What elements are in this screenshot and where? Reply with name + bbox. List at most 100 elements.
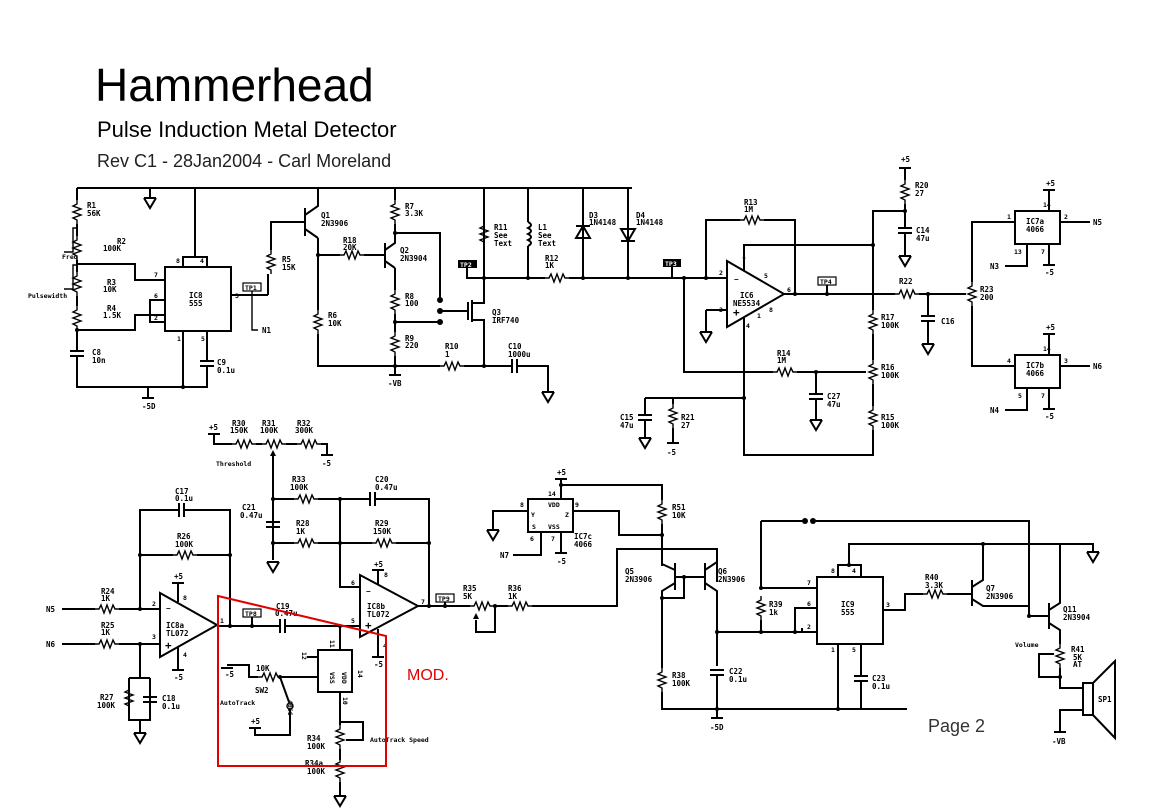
- IC7b-ref: IC7b: [1026, 361, 1045, 370]
- R20-value: 27: [915, 189, 924, 198]
- R26-value: 100K: [175, 540, 194, 549]
- page-number: Page 2: [928, 716, 986, 736]
- svg-text:4: 4: [852, 567, 856, 575]
- test-point-TP2: [458, 260, 477, 268]
- R11-value: See: [494, 231, 508, 240]
- switch-SW2[interactable]: [279, 676, 290, 703]
- svg-text:13: 13: [1014, 248, 1022, 256]
- mod-label: MOD.: [407, 667, 449, 684]
- R17-ref: R17: [881, 313, 895, 322]
- svg-text:+: +: [365, 619, 372, 632]
- Q6-value: 2N3906: [718, 575, 746, 584]
- svg-text:5: 5: [764, 272, 768, 280]
- supply-minus5D-bottom: -5D: [710, 723, 724, 732]
- R28-value: 1K: [296, 527, 306, 536]
- Q5-value: 2N3906: [625, 575, 653, 584]
- jumper-pin-b[interactable]: [810, 518, 816, 524]
- C8-ref: C8: [92, 348, 102, 357]
- R27-ref: R27: [100, 693, 114, 702]
- R34-value: 100K: [307, 742, 326, 751]
- L1-value2: Text: [538, 239, 556, 248]
- resistor-R8: [390, 289, 400, 315]
- R34-ref: R34: [307, 734, 321, 743]
- svg-text:5: 5: [351, 617, 355, 625]
- schematic-subtitle: Pulse Induction Metal Detector: [97, 117, 397, 142]
- svg-text:5: 5: [1018, 392, 1022, 400]
- R13-ref: R13: [744, 198, 758, 207]
- resistor-R10: [439, 361, 465, 371]
- resistor-R28: [293, 538, 319, 548]
- svg-text:8: 8: [769, 306, 773, 314]
- Q2-value: 2N3904: [400, 254, 428, 263]
- opamp-ic8b-tl072: [359, 573, 421, 639]
- svg-text:8: 8: [176, 257, 180, 265]
- R1-ref: R1: [87, 201, 97, 210]
- resistor-R12: [544, 273, 570, 283]
- Q11-ref: Q11: [1063, 605, 1077, 614]
- svg-text:4: 4: [1007, 357, 1011, 365]
- R34a-value: 100K: [307, 767, 326, 776]
- potentiometer-R16: [868, 359, 878, 385]
- resistor-R1: [72, 199, 82, 225]
- R31-ref: R31: [262, 419, 276, 428]
- resistor-R21: [668, 403, 678, 429]
- R39-ref: R39: [769, 600, 783, 609]
- Q3-value: IRF740: [492, 316, 520, 325]
- IC7c-vdd: VDD: [548, 501, 560, 509]
- svg-text:8: 8: [384, 571, 388, 579]
- svg-text:6: 6: [530, 535, 534, 543]
- net-N5-out: N5: [1093, 218, 1102, 227]
- svg-text:7: 7: [1041, 248, 1045, 256]
- IC6-value: NE5534: [733, 299, 761, 308]
- capacitor-C20: [369, 491, 376, 507]
- resistor-R17: [868, 309, 878, 335]
- IC7c-value: 4066: [574, 540, 593, 549]
- R3-function-label: Pulsewidth: [28, 292, 67, 300]
- C23-ref: C23: [872, 674, 886, 683]
- resistor-R15: [868, 405, 878, 431]
- C10-value: 1000u: [508, 350, 531, 359]
- threshold-label: Threshold: [216, 460, 251, 468]
- net-N7-in: N7: [500, 551, 509, 560]
- C23-value: 0.1u: [872, 682, 890, 691]
- capacitor-C27: [808, 393, 824, 400]
- R16-ref: R16: [881, 363, 895, 372]
- IC7b-supply: +5: [1046, 323, 1055, 332]
- resistor-R40: [922, 589, 948, 599]
- R25-ref: R25: [101, 621, 115, 630]
- R2-function-label: Freq: [62, 253, 78, 261]
- ic-mod-ref: 4066: [286, 700, 294, 716]
- svg-text:+: +: [733, 306, 740, 319]
- R39-value: 1k: [769, 608, 779, 617]
- C19-ref: C19: [276, 602, 290, 611]
- IC8b-vee: -5: [374, 660, 383, 669]
- IC7c-supply: +5: [557, 468, 566, 477]
- C22-value: 0.1u: [729, 675, 747, 684]
- TP2-label: TP2: [460, 261, 472, 269]
- R3-ref: R3: [107, 278, 117, 287]
- Q5-ref: Q5: [625, 567, 634, 576]
- capacitor-C8: [69, 350, 85, 357]
- jumper-pin-a[interactable]: [802, 518, 808, 524]
- svg-text:8: 8: [520, 501, 524, 509]
- Q7-ref: Q7: [986, 584, 995, 593]
- supply-minus5D: -5D: [142, 402, 156, 411]
- svg-text:1: 1: [757, 312, 761, 320]
- resistor-R14: [772, 367, 798, 377]
- R2-value: 100K: [103, 244, 122, 253]
- D3-ref: D3: [589, 211, 599, 220]
- R21-ref: R21: [681, 413, 695, 422]
- C9-ref: C9: [217, 358, 227, 367]
- IC7a-supply: +5: [1046, 179, 1055, 188]
- speaker-SP1: [1082, 682, 1094, 716]
- potentiometer-R35: [469, 601, 495, 611]
- resistor-R33: [293, 494, 319, 504]
- C15-value: 47u: [620, 421, 634, 430]
- capacitor-C10: [511, 358, 518, 374]
- R51-ref: R51: [672, 503, 686, 512]
- R32-value: 300K: [295, 426, 314, 435]
- R10-value: 1: [445, 350, 450, 359]
- R16-value: 100K: [881, 371, 900, 380]
- R36-value: 1K: [508, 592, 518, 601]
- supply-plus5-mod: +5: [251, 717, 260, 726]
